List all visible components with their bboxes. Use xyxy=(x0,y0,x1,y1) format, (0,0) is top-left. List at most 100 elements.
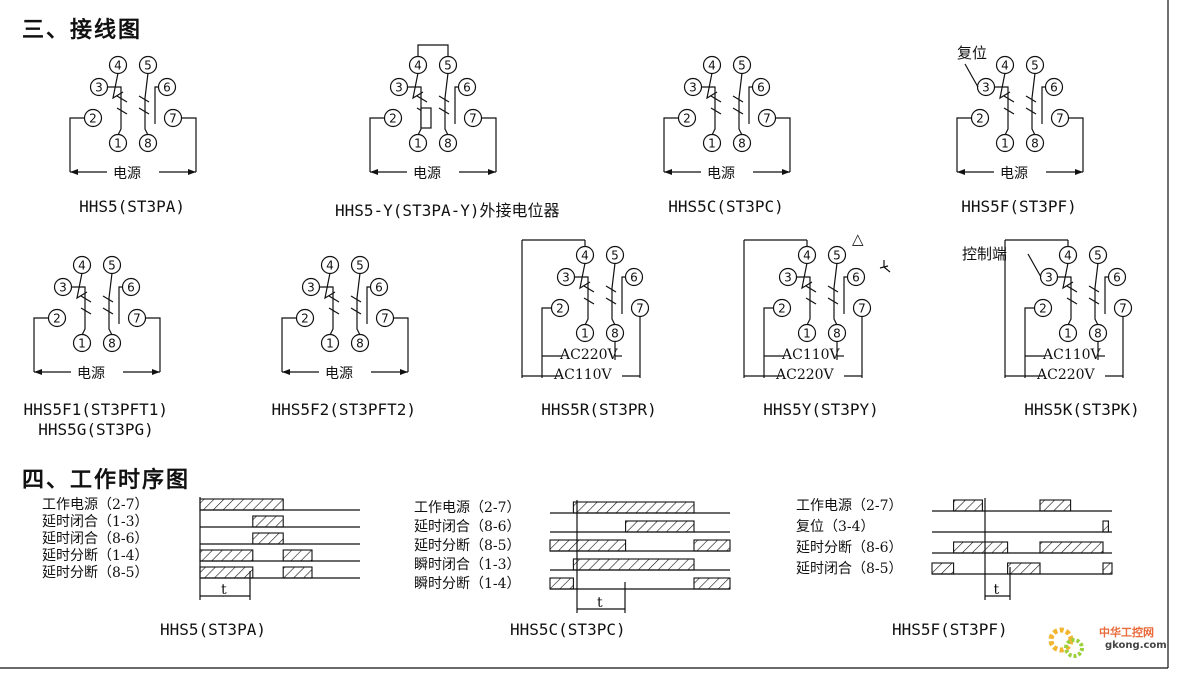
timing-signal-label: 瞬时闭合（1-3） xyxy=(414,557,521,573)
timing-section-title: 四、工作时序图 xyxy=(22,468,191,493)
internal-contact-left xyxy=(574,276,589,326)
pin-1 xyxy=(408,133,428,153)
contact-blade-right xyxy=(605,285,617,293)
pin-number-8: 8 xyxy=(611,327,619,341)
pin-3 xyxy=(53,277,73,297)
pin-number-5: 5 xyxy=(1031,59,1039,73)
model-label: HHS5Y(ST3PY) xyxy=(763,400,879,419)
timing-pulse xyxy=(282,549,313,562)
contact-blade-left xyxy=(328,295,340,303)
pin-number-3: 3 xyxy=(59,281,67,295)
timing-panel-1 xyxy=(199,497,360,600)
timing-panel-2 xyxy=(549,500,731,613)
supply-lead-left xyxy=(281,317,297,372)
arrowhead xyxy=(400,369,408,375)
contact-blade-right xyxy=(827,297,839,305)
model-label: HHS5F(ST3PF) xyxy=(961,197,1077,216)
pin-number-5: 5 xyxy=(833,249,841,263)
pin-number-6: 6 xyxy=(375,281,383,295)
potentiometer xyxy=(420,107,432,129)
watermark-url: gkong.com xyxy=(1105,640,1167,651)
pin-6 xyxy=(121,277,141,297)
supply-lead-right xyxy=(481,117,497,172)
supply-lead-left xyxy=(1024,307,1035,378)
contact-blade-right xyxy=(102,307,114,315)
pin-5 xyxy=(350,255,370,275)
model-alt-label: HHS5G(ST3PG) xyxy=(38,420,154,439)
pin-number-8: 8 xyxy=(1031,137,1039,151)
timing-pulse xyxy=(1102,562,1113,575)
supply-outer-label: AC220V xyxy=(1037,367,1095,383)
contact-blade-right xyxy=(1088,297,1100,305)
model-label: HHS5K(ST3PK) xyxy=(1024,400,1140,419)
pin-5 xyxy=(827,245,847,265)
supply-label: 电源 xyxy=(77,366,105,382)
pin-number-8: 8 xyxy=(1094,327,1102,341)
pin-number-1: 1 xyxy=(581,327,589,341)
pin-number-4: 4 xyxy=(78,259,86,273)
contact-blade-left xyxy=(710,95,722,103)
supply-inner-label: AC110V xyxy=(1043,347,1101,363)
pin-3 xyxy=(683,77,703,97)
timing-signal-label: 复位（3-4） xyxy=(796,519,875,535)
timing-pulse xyxy=(953,541,1009,554)
internal-contact-left-upper xyxy=(999,72,1011,100)
contact-blade-left xyxy=(710,107,722,115)
pin-8 xyxy=(1025,133,1045,153)
internal-contact-right-upper xyxy=(118,286,123,324)
pin-number-3: 3 xyxy=(95,81,103,95)
contact-blade-right xyxy=(1025,107,1037,115)
contact-blade-left xyxy=(116,107,128,115)
supply-lead-left xyxy=(663,117,679,172)
pin-number-5: 5 xyxy=(444,59,452,73)
internal-contact-left-upper xyxy=(324,272,336,300)
internal-contact-left xyxy=(701,86,716,136)
contact-blade-right xyxy=(605,297,617,305)
internal-contact-right-upper xyxy=(1041,86,1046,124)
star-symbol xyxy=(883,266,891,273)
pin-number-8: 8 xyxy=(144,137,152,151)
pin-number-5: 5 xyxy=(738,59,746,73)
time-interval-label: t xyxy=(597,595,603,611)
pin-number-3: 3 xyxy=(982,81,990,95)
contact-blade-right xyxy=(1025,95,1037,103)
internal-contact-left-upper xyxy=(801,262,813,290)
pin-1 xyxy=(995,133,1015,153)
pin-number-4: 4 xyxy=(803,249,811,263)
internal-contact-right-upper xyxy=(843,276,848,314)
internal-contact-left-upper xyxy=(706,72,718,100)
pin-number-5: 5 xyxy=(108,259,116,273)
time-interval-label: t xyxy=(221,582,227,598)
pin-number-8: 8 xyxy=(108,337,116,351)
annotation-label: 复位 xyxy=(957,44,988,62)
contact-blade-right xyxy=(350,295,362,303)
internal-contact-right xyxy=(356,272,361,336)
pin-number-6: 6 xyxy=(1113,271,1121,285)
timing-pulse xyxy=(199,549,254,562)
contact-blade-left xyxy=(805,285,817,293)
timing-pulse xyxy=(931,562,955,575)
internal-contact-right xyxy=(1031,72,1036,136)
pin-5 xyxy=(102,255,122,275)
pin-number-6: 6 xyxy=(463,81,471,95)
supply-lead-left xyxy=(956,117,972,172)
pin-1 xyxy=(320,333,340,353)
pin-number-6: 6 xyxy=(1050,81,1058,95)
pin-3 xyxy=(778,267,798,287)
timing-pulse xyxy=(693,577,731,590)
pin-number-4: 4 xyxy=(708,59,716,73)
pin-6 xyxy=(1107,267,1127,287)
pin-number-1: 1 xyxy=(326,337,334,351)
potentiometer-lead xyxy=(417,44,449,57)
arrowhead xyxy=(152,369,160,375)
contact-blade-left xyxy=(80,295,92,303)
contact-blade-left xyxy=(116,95,128,103)
pin-number-4: 4 xyxy=(414,59,422,73)
pin-3 xyxy=(556,267,576,287)
pin-number-3: 3 xyxy=(784,271,792,285)
timing-signal-label: 延时闭合（8-6） xyxy=(42,531,149,547)
